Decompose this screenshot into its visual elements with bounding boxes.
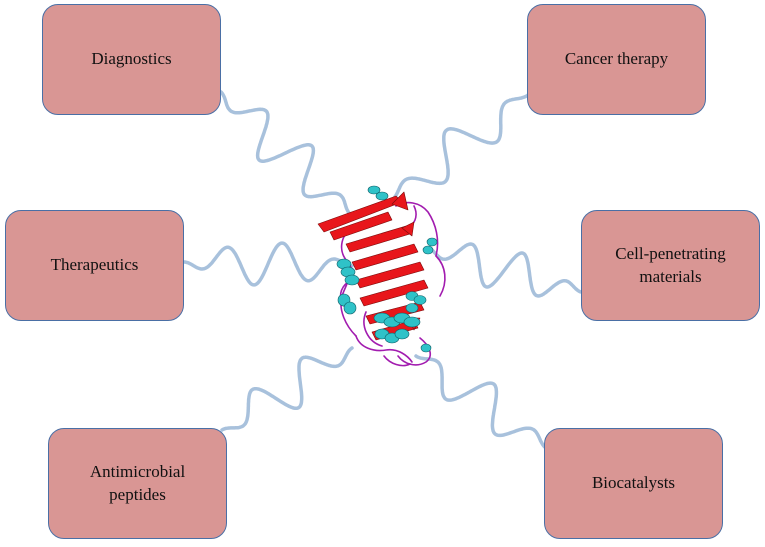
protein-structure-icon bbox=[317, 185, 446, 367]
connector-cell-penetrating bbox=[426, 242, 583, 298]
antimicrobial-peptides-box: Antimicrobial peptides bbox=[48, 428, 227, 539]
connector-biocatalysts bbox=[414, 354, 548, 450]
cell-penetrating-materials-box: Cell-penetrating materials bbox=[581, 210, 760, 321]
connector-therapeutics bbox=[182, 241, 354, 287]
diagnostics-box: Diagnostics bbox=[42, 4, 221, 115]
connector-antimicrobial bbox=[220, 346, 354, 432]
connector-cancer-therapy bbox=[390, 93, 530, 202]
biocatalysts-box: Biocatalysts bbox=[544, 428, 723, 539]
therapeutics-box: Therapeutics bbox=[5, 210, 184, 321]
connector-diagnostics bbox=[219, 90, 352, 216]
cancer-therapy-box: Cancer therapy bbox=[527, 4, 706, 115]
